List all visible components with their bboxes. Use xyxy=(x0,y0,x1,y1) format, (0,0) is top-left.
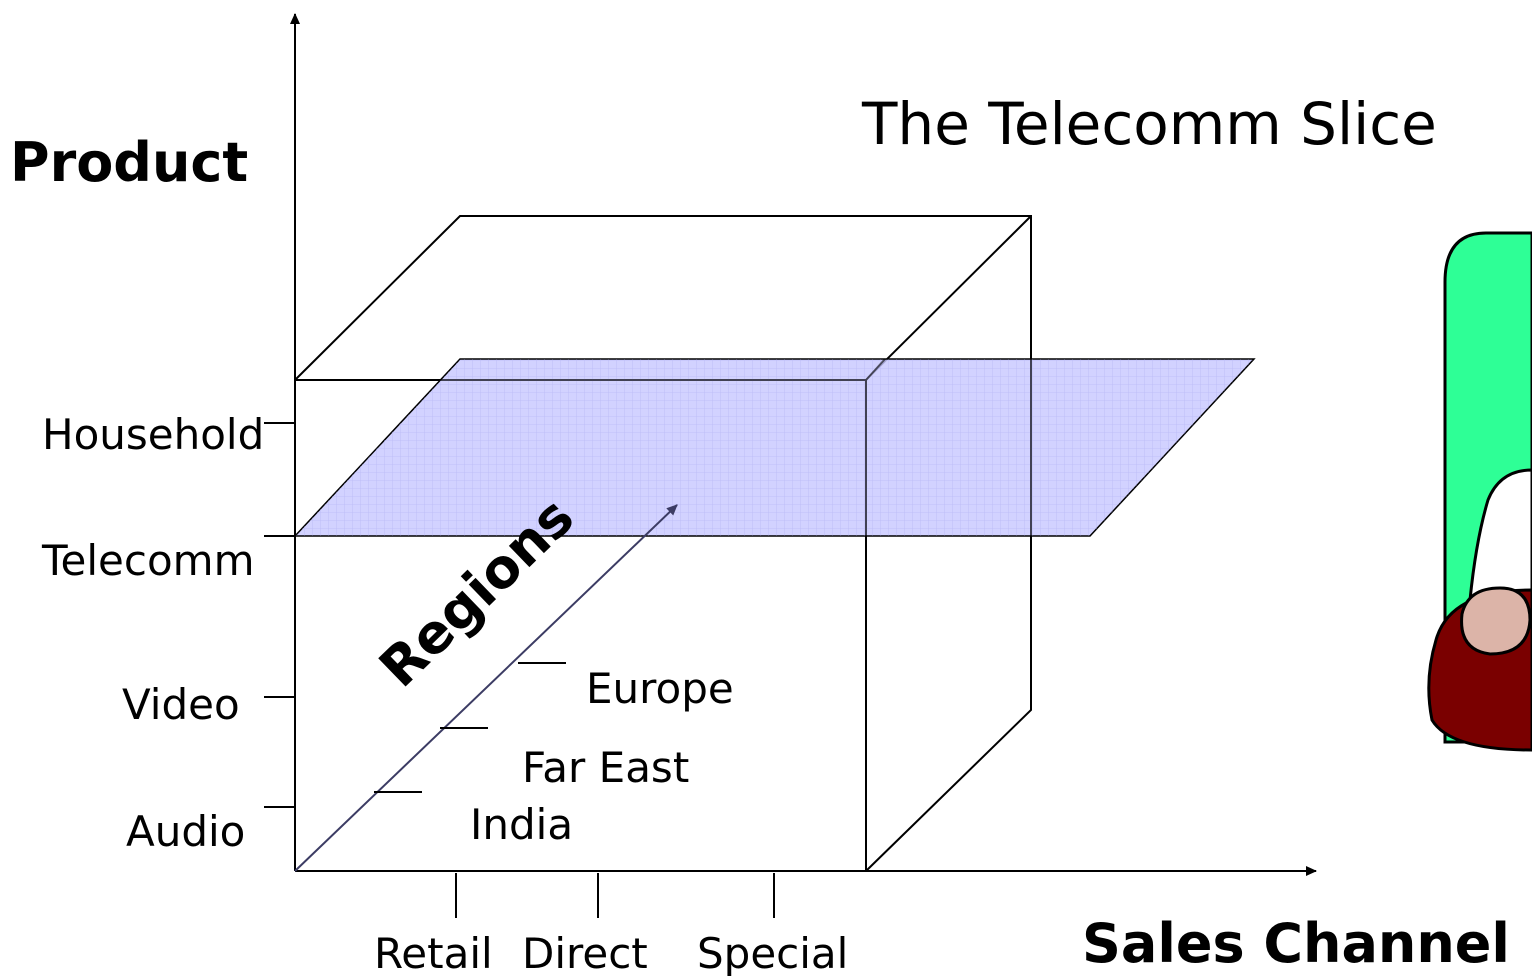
product-tick-household: Household xyxy=(42,410,264,459)
region-tick-far-east: Far East xyxy=(522,743,689,792)
product-axis-label: Product xyxy=(10,131,248,194)
region-ticks xyxy=(374,662,566,793)
product-ticks xyxy=(264,422,295,808)
product-tick-audio: Audio xyxy=(126,807,245,856)
channel-tick-special: Special xyxy=(697,929,848,976)
channel-ticks xyxy=(455,873,775,918)
slice-grid-overlay xyxy=(295,359,1254,536)
product-tick-video: Video xyxy=(122,680,240,729)
regions-axis-arrow xyxy=(294,504,678,872)
sales-channel-axis-label: Sales Channel xyxy=(1082,912,1510,975)
region-tick-india: India xyxy=(470,800,573,849)
region-tick-europe: Europe xyxy=(586,664,734,713)
product-tick-telecomm: Telecomm xyxy=(41,536,254,585)
cube-edges-through-slice xyxy=(430,358,1032,536)
diagram-title: The Telecomm Slice xyxy=(861,90,1437,158)
channel-tick-retail: Retail xyxy=(374,929,493,976)
clipart-person-icon xyxy=(1427,231,1532,752)
axes xyxy=(290,13,1317,876)
channel-tick-direct: Direct xyxy=(522,929,648,976)
